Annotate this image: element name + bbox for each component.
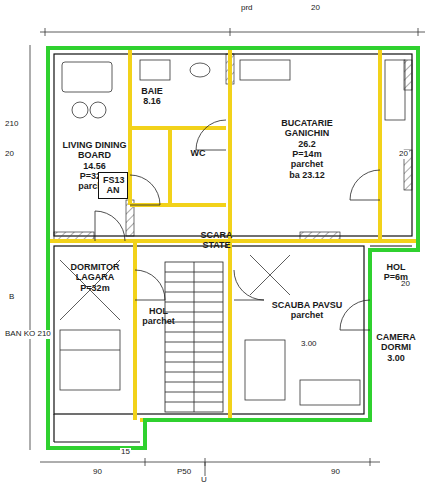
wall-hatch [54, 54, 412, 242]
stair-tread [165, 332, 223, 333]
room-text: 14.56 [58, 161, 131, 171]
room-text: FS13 [103, 175, 123, 185]
room-text: ba 23.12 [262, 170, 352, 180]
room-label: CAMERADORMI3.00 [372, 332, 420, 363]
room-text: HOL [378, 262, 414, 272]
dimension-label: 90 [330, 468, 341, 477]
room-text: CAMERA [372, 332, 420, 342]
stair-tread [165, 292, 223, 293]
room-text: SCARA [196, 230, 237, 240]
stair-tread [165, 402, 223, 403]
room-label: BAIE8.16 [136, 86, 168, 107]
dimension-label: B [8, 293, 15, 302]
room-text: DORMITOR [60, 262, 130, 272]
room-tag: FS13AN [98, 172, 128, 199]
room-text: LIVING DINING BOARD [58, 140, 131, 161]
room-text: P=32m [60, 283, 130, 293]
room-text: 8.16 [136, 96, 168, 106]
stair-tread [165, 272, 223, 273]
dimension-label: 210 [4, 120, 19, 129]
stair-tread [165, 392, 223, 393]
dimension-label: 20 [4, 150, 15, 159]
stair-treads [165, 262, 223, 412]
dimension-label: 90 [92, 468, 103, 477]
room-text: parchet [138, 316, 179, 326]
room-text: DORMI [372, 342, 420, 352]
dimension-label: BAN KO 210 [4, 330, 52, 339]
outer-boundary [48, 48, 418, 448]
stair-tread [165, 342, 223, 343]
dimension-label: 3.00 [300, 340, 318, 349]
room-text: LAGARA [60, 272, 130, 282]
stair-label: SCARASTATE [196, 230, 237, 251]
dimension-label: 20 [398, 150, 409, 159]
room-label: BUCATARIE GANICHIN26.2P=14mparchetba 23.… [262, 118, 352, 180]
room-text: SCAUBA PAVSU [262, 300, 352, 310]
room-label: WC [176, 148, 220, 158]
stair-tread [165, 382, 223, 383]
stair-tread [165, 362, 223, 363]
dimension-lines [30, 28, 425, 485]
room-text: BAIE [136, 86, 168, 96]
dimension-label: prd [240, 4, 254, 13]
room-text: 3.00 [372, 353, 420, 363]
dimension-label: 20 [310, 4, 321, 13]
stair-tread [165, 312, 223, 313]
stair-tread [165, 302, 223, 303]
room-text: 26.2 [262, 139, 352, 149]
stair-tread [165, 352, 223, 353]
room-text: parchet [262, 159, 352, 169]
room-text: STATE [196, 240, 237, 250]
dimension-label: U [200, 476, 208, 485]
partition-walls [48, 48, 418, 420]
dimension-label: 15 [120, 448, 131, 457]
room-text: HOL [138, 306, 179, 316]
dimension-label: P50 [176, 468, 192, 477]
dimension-label: 20 [400, 280, 411, 289]
room-label: HOLparchet [138, 306, 179, 327]
room-label: DORMITORLAGARAP=32m [60, 262, 130, 293]
room-text: AN [103, 185, 123, 195]
wall-faces [54, 54, 412, 442]
stair-tread [165, 282, 223, 283]
room-text: P=14m [262, 149, 352, 159]
stair-tread [165, 372, 223, 373]
room-text: WC [176, 148, 220, 158]
room-text: BUCATARIE GANICHIN [262, 118, 352, 139]
furniture [60, 60, 405, 405]
room-label: SCAUBA PAVSUparchet [262, 300, 352, 321]
room-text: parchet [262, 310, 352, 320]
door-swings [95, 120, 380, 330]
